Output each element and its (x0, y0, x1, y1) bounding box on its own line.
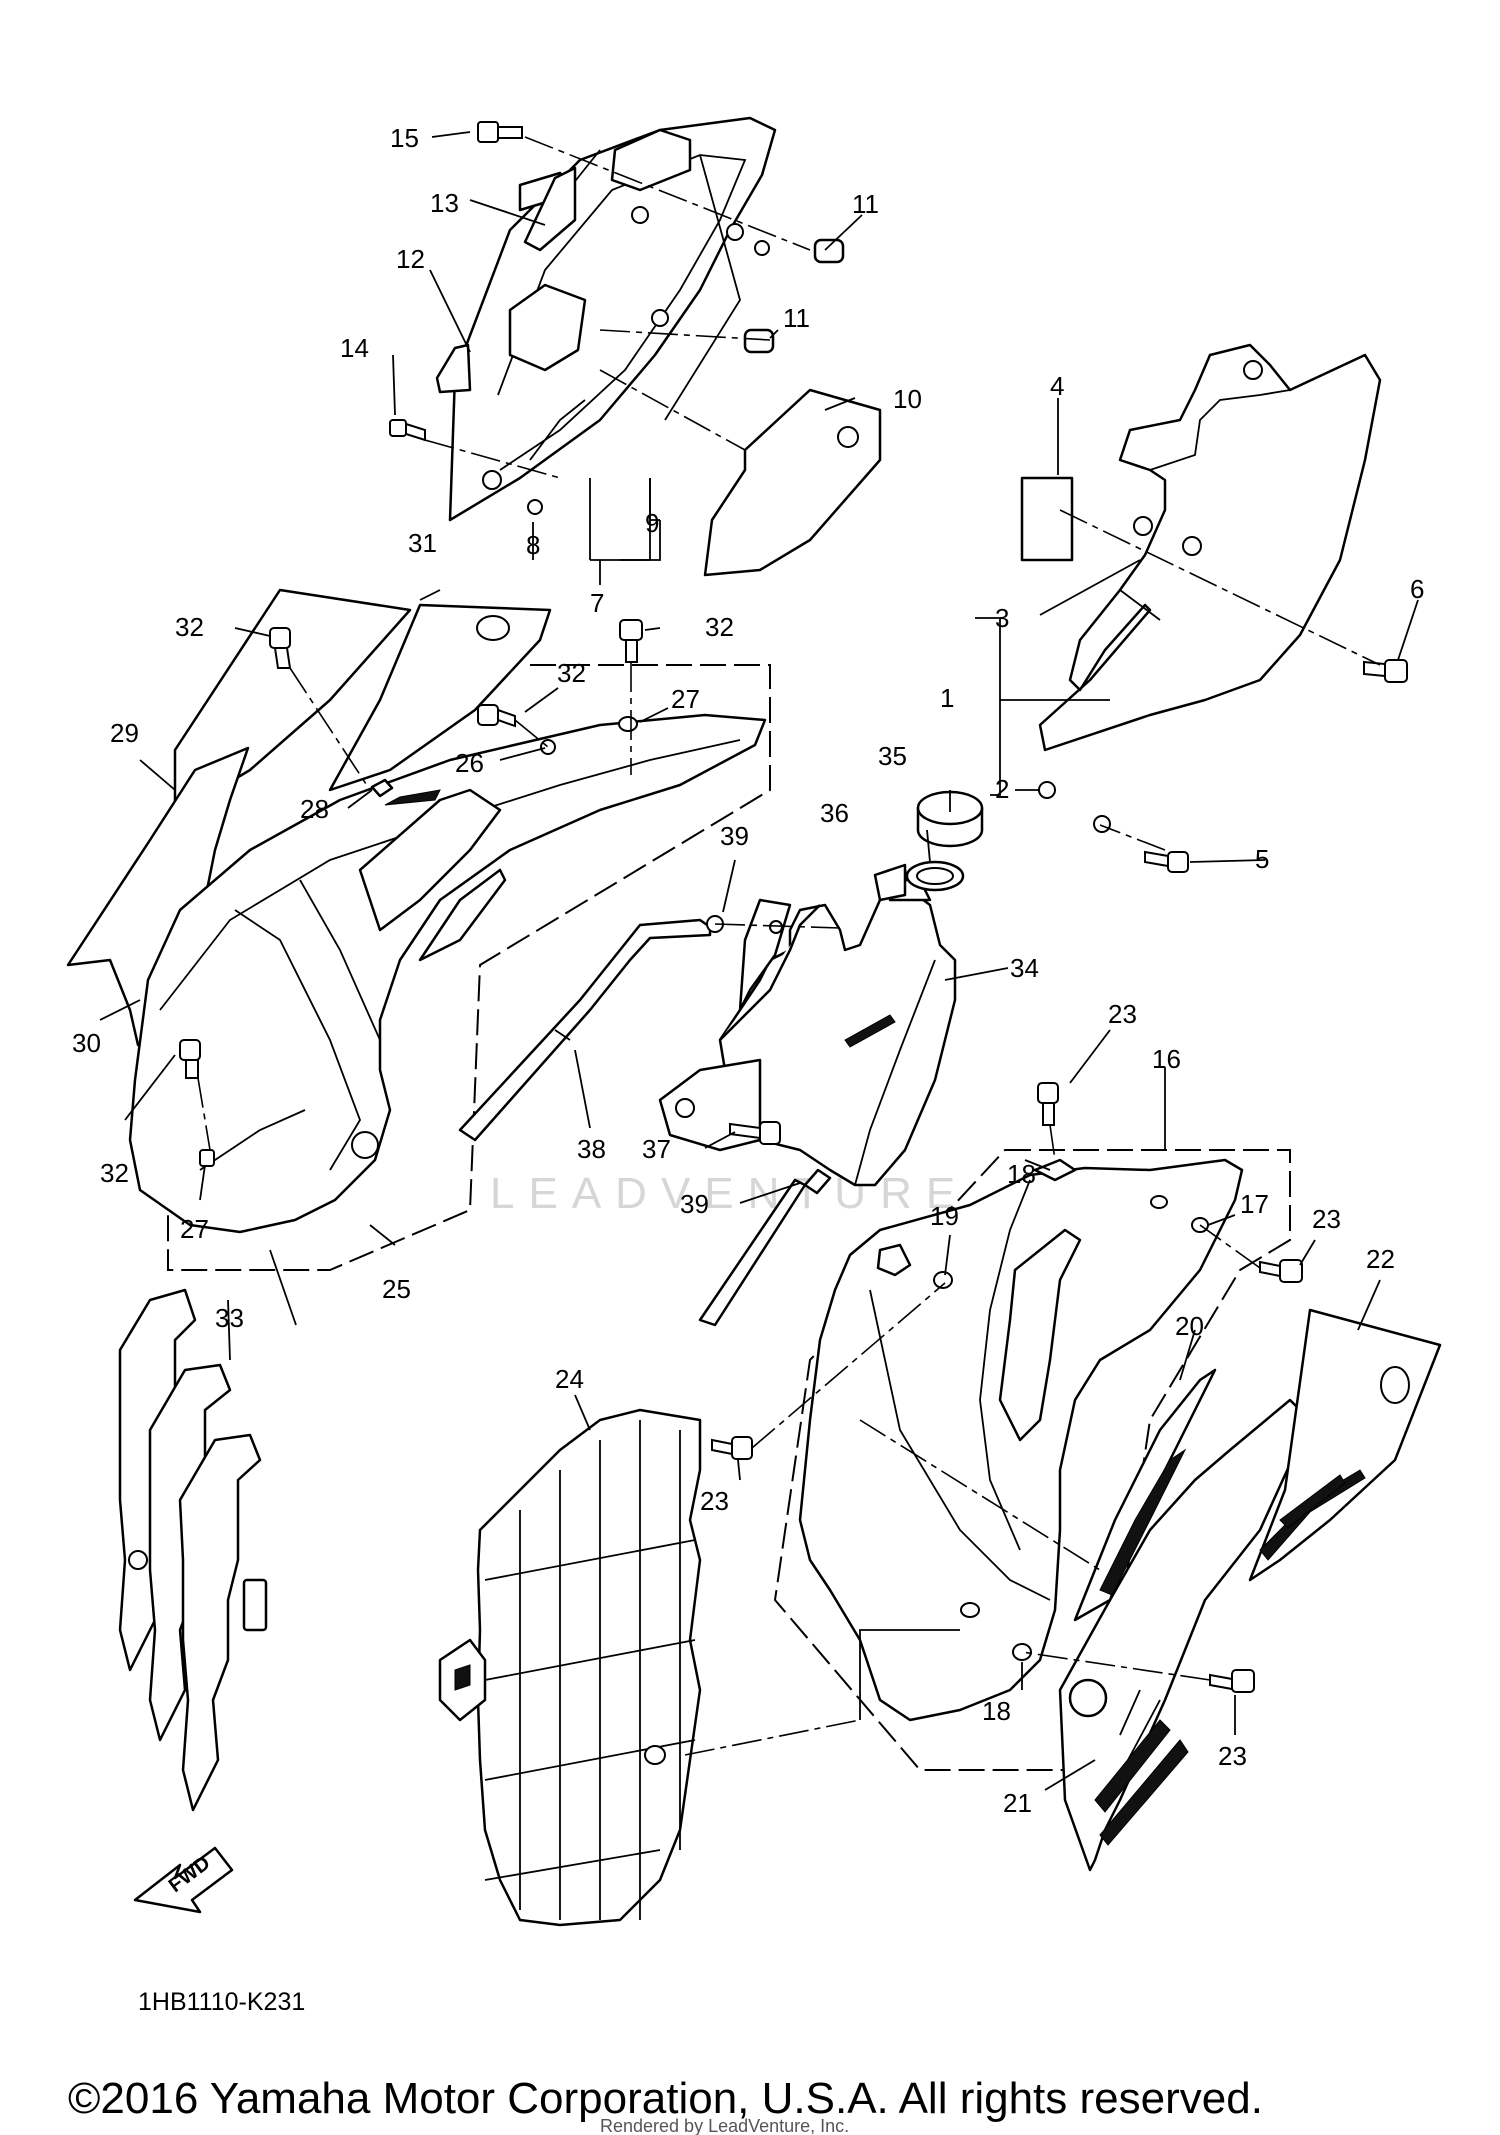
grommet-28 (370, 778, 394, 798)
callout-2: 2 (995, 774, 1009, 804)
callout-18-b: 18 (982, 1696, 1011, 1726)
bolt-23a (1037, 1082, 1059, 1126)
callout-13: 13 (430, 188, 459, 218)
callout-32-d: 32 (100, 1158, 129, 1188)
seal-10 (703, 388, 882, 577)
collar-27a (618, 716, 638, 732)
washer-26 (540, 739, 556, 755)
callout-23-c: 23 (700, 1486, 729, 1516)
callout-23-d: 23 (1218, 1741, 1247, 1771)
callout-9: 9 (645, 508, 659, 538)
callout-25: 25 (382, 1274, 411, 1304)
bolt-23b (1259, 1259, 1303, 1283)
callout-11-upper: 11 (852, 189, 879, 219)
shroud-16 (798, 1158, 1244, 1722)
callout-5: 5 (1255, 844, 1269, 874)
diagram-code: 1HB1110-K231 (138, 1988, 305, 2016)
callout-12: 12 (396, 244, 425, 274)
bolt-6 (1363, 659, 1408, 683)
callout-17: 17 (1240, 1189, 1269, 1219)
air-cleaner-sponge-12 (435, 343, 472, 394)
bolt-5 (1144, 850, 1189, 873)
grommet-11a (813, 238, 845, 264)
shroud-decal-31 (328, 603, 552, 792)
callout-23-a: 23 (1108, 999, 1137, 1029)
radiator-guard-33 (118, 1288, 268, 1812)
callout-26: 26 (455, 748, 484, 778)
callout-38: 38 (577, 1134, 606, 1164)
leader-lines (99, 131, 1419, 1791)
washer-9 (754, 240, 770, 256)
grommet-18b (1012, 1643, 1032, 1661)
callout-22: 22 (1366, 1244, 1395, 1274)
shroud-assembly-16-outline (773, 1149, 1291, 1771)
grommet-18a (1033, 1158, 1077, 1182)
callouts: 15 13 12 14 11 11 10 9 8 7 4 3 6 1 2 5 3… (72, 123, 1424, 1818)
callout-14: 14 (340, 333, 369, 363)
washer-8 (527, 499, 543, 515)
collar-27b (199, 1149, 215, 1167)
callout-27-a: 27 (671, 684, 700, 714)
callout-34: 34 (1010, 953, 1039, 983)
callout-8: 8 (526, 530, 540, 560)
callout-27-b: 27 (180, 1214, 209, 1244)
callout-1: 1 (940, 683, 954, 713)
callout-29: 29 (110, 718, 139, 748)
callout-35: 35 (878, 741, 907, 771)
copyright-text: ©2016 Yamaha Motor Corporation, U.S.A. A… (68, 2074, 1263, 2123)
callout-37: 37 (642, 1134, 671, 1164)
bolt-23d (1209, 1669, 1255, 1693)
bolt-14 (389, 419, 426, 442)
callout-28: 28 (300, 794, 329, 824)
callout-7: 7 (590, 588, 604, 618)
callout-11-lower: 11 (783, 303, 810, 333)
callout-18-a: 18 (1007, 1159, 1036, 1189)
callout-32-b: 32 (705, 612, 734, 642)
callout-39-a: 39 (720, 821, 749, 851)
bolt-15 (477, 121, 523, 143)
radiator-guard-24 (438, 1408, 702, 1927)
pad-4 (1020, 476, 1074, 562)
callout-16: 16 (1152, 1044, 1181, 1074)
callout-21: 21 (1003, 1788, 1032, 1818)
collar-2 (1038, 781, 1056, 799)
watermark-text: LEADVENTURE (490, 1169, 969, 1218)
callout-23-b: 23 (1312, 1204, 1341, 1234)
callout-6: 6 (1410, 574, 1424, 604)
callout-20: 20 (1175, 1311, 1204, 1341)
bolt-32a (269, 627, 292, 669)
callout-3: 3 (995, 603, 1009, 633)
shroud-25 (128, 713, 767, 1234)
callout-39-b: 39 (680, 1189, 709, 1219)
shroud-decal-22 (1248, 1308, 1442, 1582)
callout-19: 19 (930, 1201, 959, 1231)
rendered-by-text: Rendered by LeadVenture, Inc. (600, 2116, 849, 2135)
fwd-arrow-icon: FWD (133, 1846, 234, 1914)
callout-15: 15 (390, 123, 419, 153)
clip-39b (803, 1168, 832, 1195)
bolt-37 (729, 1121, 781, 1145)
shroud-decal-20 (1073, 1368, 1217, 1622)
bolt-32b (619, 619, 643, 663)
callout-31: 31 (408, 528, 437, 558)
collar-19 (933, 1271, 953, 1289)
side-cover-1 (1038, 343, 1382, 833)
seal-13 (523, 166, 577, 252)
callout-33: 33 (215, 1303, 244, 1333)
callout-4: 4 (1050, 371, 1064, 401)
bolt-23c (711, 1436, 753, 1460)
gasket-36 (905, 860, 965, 892)
bolt-32c (477, 704, 516, 728)
grommet-11b (743, 328, 775, 354)
callout-10: 10 (893, 384, 922, 414)
shroud-decal-21 (1058, 1398, 1312, 1872)
callout-32-c: 32 (557, 658, 586, 688)
fuel-tank-34 (658, 863, 957, 1187)
callout-36: 36 (820, 798, 849, 828)
callout-30: 30 (72, 1028, 101, 1058)
air-filter-case-cover (448, 116, 777, 522)
callout-24: 24 (555, 1364, 584, 1394)
callout-32-a: 32 (175, 612, 204, 642)
